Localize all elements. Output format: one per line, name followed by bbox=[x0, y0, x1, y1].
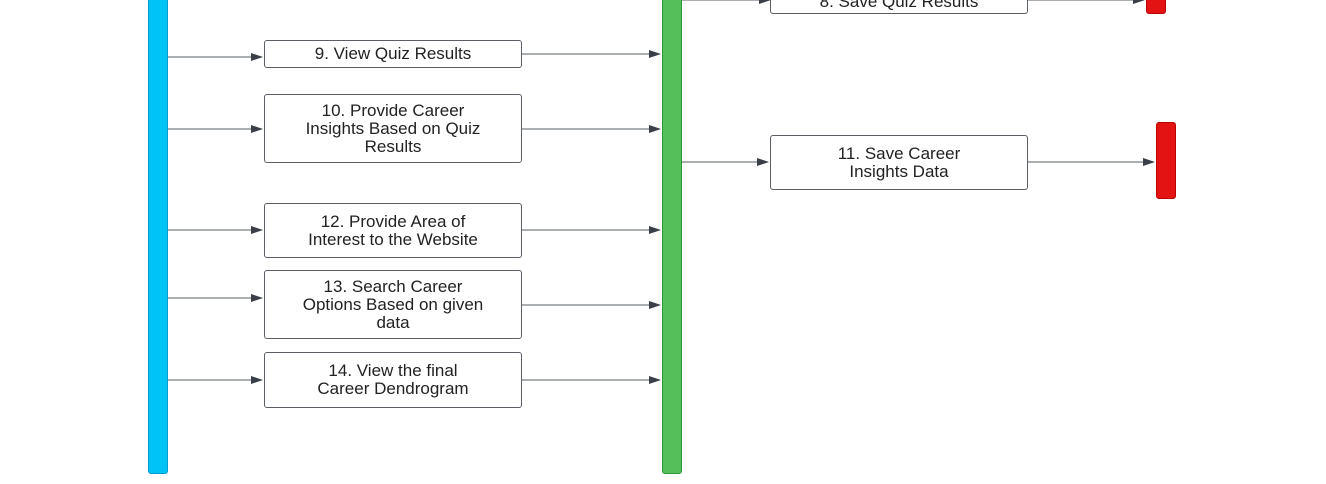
website-lifeline bbox=[662, 0, 682, 474]
message-13-search-career-options: 13. Search Career Options Based on given… bbox=[264, 270, 522, 339]
user-lifeline bbox=[148, 0, 168, 474]
message-10-provide-career-insights: 10. Provide Career Insights Based on Qui… bbox=[264, 94, 522, 163]
message-14-view-career-dendrogram: 14. View the final Career Dendrogram bbox=[264, 352, 522, 408]
database-activation-bottom bbox=[1156, 122, 1176, 199]
message-9-view-quiz-results: 9. View Quiz Results bbox=[264, 40, 522, 68]
message-8-save-quiz-results: 8. Save Quiz Results bbox=[770, 0, 1028, 14]
message-11-save-career-insights-data: 11. Save Career Insights Data bbox=[770, 135, 1028, 190]
database-activation-top bbox=[1146, 0, 1166, 14]
message-12-provide-area-of-interest: 12. Provide Area of Interest to the Webs… bbox=[264, 203, 522, 258]
